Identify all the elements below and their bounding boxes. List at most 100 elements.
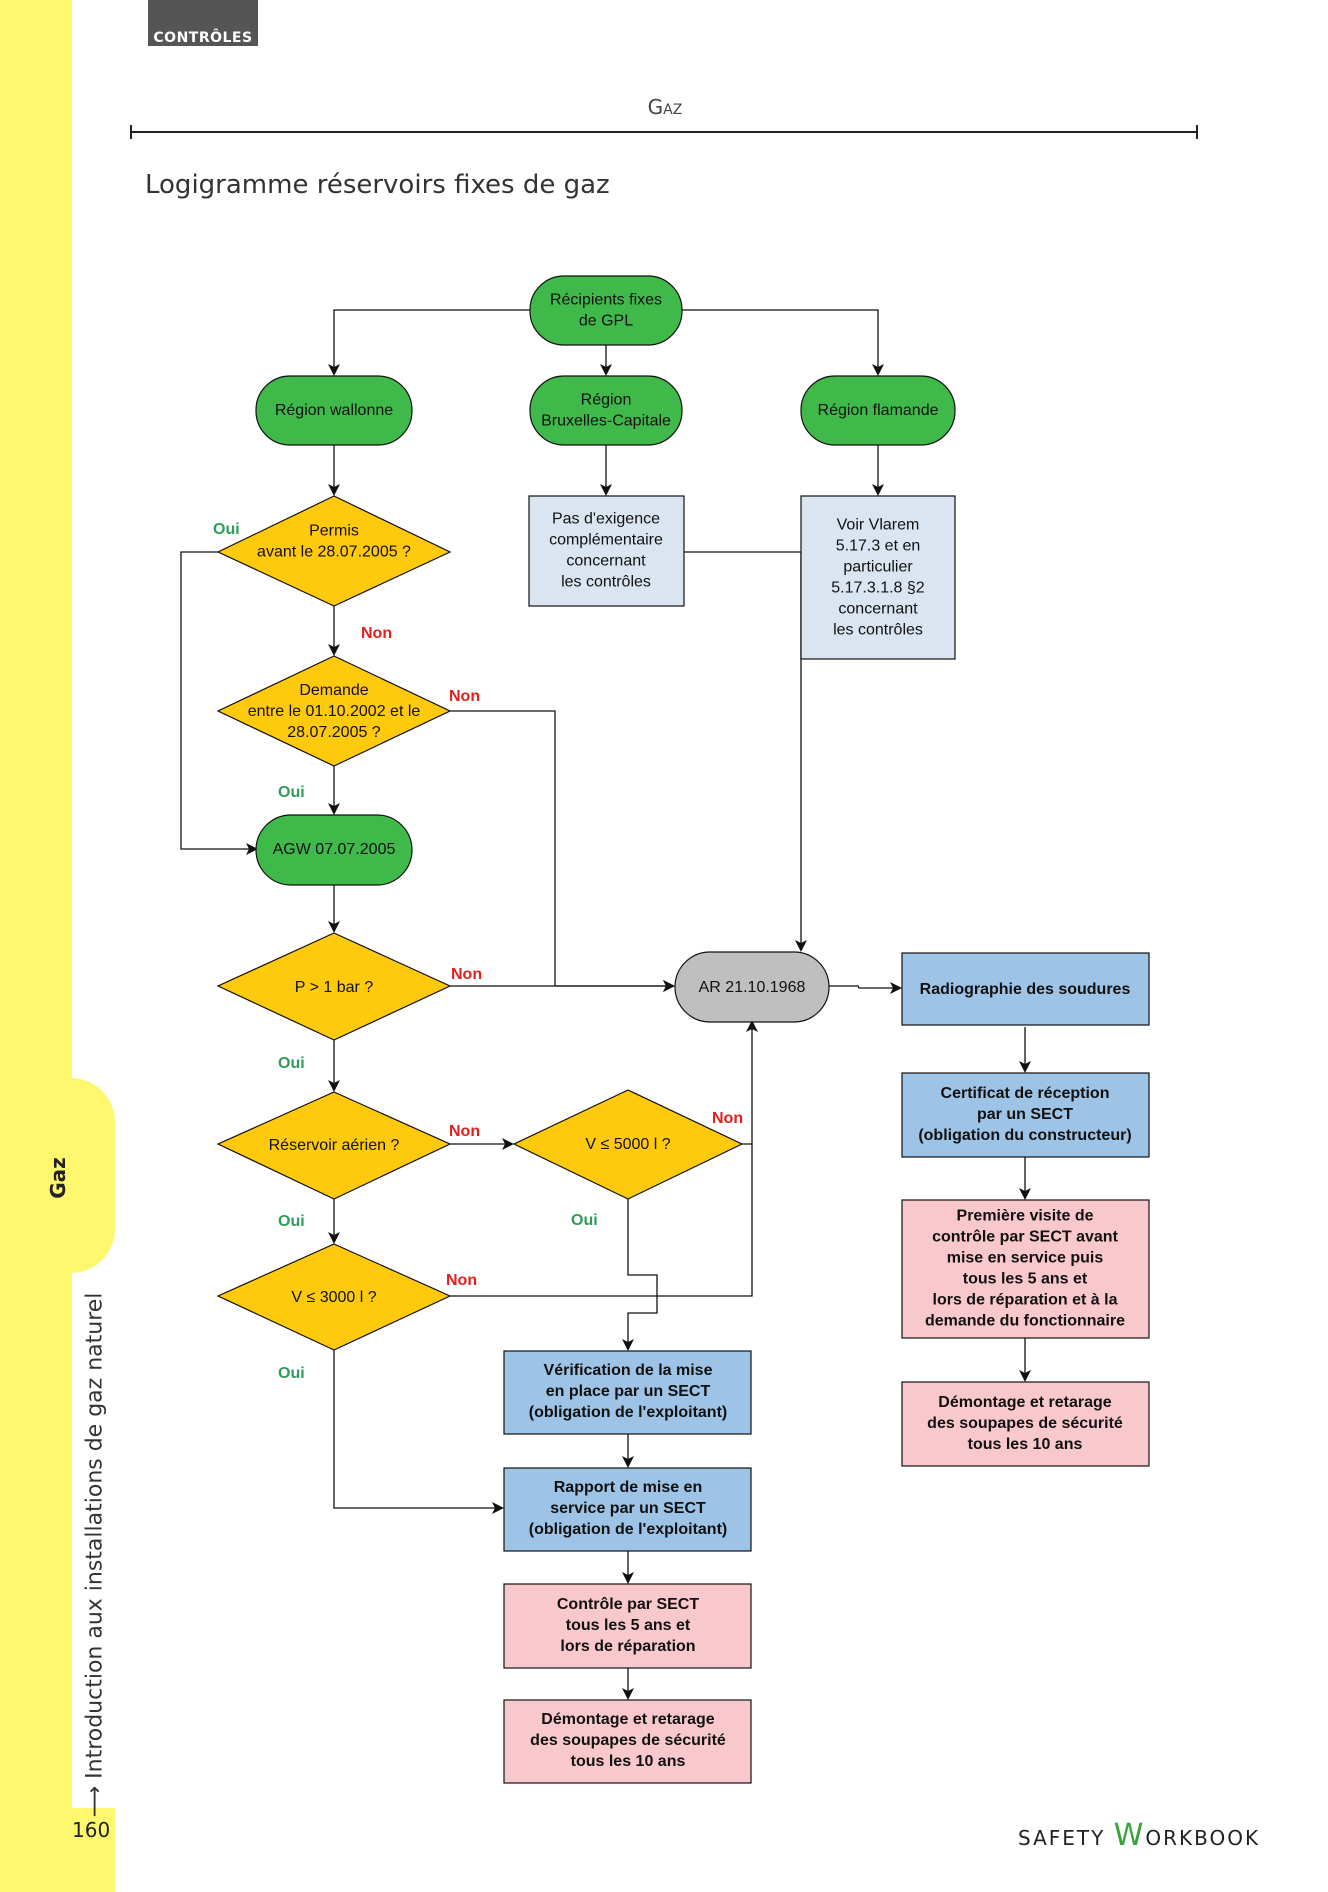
label-line: Démontage et retarage	[938, 1394, 1111, 1411]
label-line: particulier	[843, 559, 913, 576]
label-q-aerial: Réservoir aérien ?	[269, 1137, 400, 1154]
node-verif	[503, 1350, 752, 1435]
label-non-pressure: Non	[451, 966, 482, 983]
edge-start-flanders	[682, 309, 884, 376]
label-q-v5000: V ≤ 5000 l ?	[585, 1136, 670, 1153]
branch-labels: Oui Non Non Oui Non Oui Non Non Oui Oui …	[213, 521, 743, 1382]
node-q-demande	[216, 655, 452, 767]
connectors	[180, 309, 1031, 1700]
label-line: tous les 10 ans	[571, 1753, 686, 1770]
label-line: concernant	[838, 601, 918, 618]
node-agw	[255, 814, 413, 886]
label-line: des soupapes de sécurité	[927, 1415, 1123, 1432]
label-line: mise en service puis	[947, 1250, 1104, 1267]
label-line: les contrôles	[561, 574, 651, 591]
brand-logo: SAFETY WORKBOOK	[1018, 1818, 1260, 1853]
label-wallonia: Région wallonne	[275, 402, 393, 419]
label-line: Radiographie des soudures	[920, 981, 1131, 998]
label-line: les contrôles	[833, 622, 923, 639]
label-controle: Contrôle par SECT tous les 5 ans et lors d…	[557, 1596, 699, 1655]
label-line: 28.07.2005 ?	[287, 724, 381, 741]
label-line: Contrôle par SECT	[557, 1596, 699, 1613]
label-line: P > 1 bar ?	[295, 979, 374, 996]
sidebar-footer-band	[0, 1808, 115, 1892]
node-certificat	[901, 1072, 1150, 1158]
node-controle	[503, 1583, 752, 1669]
page-number: 160	[72, 1818, 111, 1842]
node-rapport	[503, 1467, 752, 1552]
label-line: Bruxelles-Capitale	[541, 413, 671, 430]
sidebar-upper-tab	[0, 0, 72, 1080]
page-title: Logigramme réservoirs fixes de gaz	[145, 170, 610, 200]
label-line: lors de réparation	[560, 1638, 695, 1655]
label-agw: AGW 07.07.2005	[273, 841, 396, 858]
edge-brussels-ar	[684, 551, 807, 952]
label-non-aerial: Non	[449, 1123, 480, 1140]
node-q-v5000	[512, 1089, 744, 1200]
label-line: V ≤ 5000 l ?	[585, 1136, 670, 1153]
sidebar-lower-tab	[0, 1273, 72, 1808]
node-wallonia	[255, 375, 413, 446]
label-line: Région flamande	[818, 402, 939, 419]
header-rule	[130, 131, 1198, 133]
label-line: (obligation de l'exploitant)	[529, 1521, 727, 1538]
label-oui-v3000: Oui	[278, 1365, 305, 1382]
section-title: Gaz	[647, 95, 683, 119]
node-demontage-right	[901, 1381, 1150, 1467]
label-flanders: Région flamande	[818, 402, 939, 419]
node-start	[529, 275, 683, 346]
sidebar-chapter-tab	[0, 1078, 115, 1273]
label-line: V ≤ 3000 l ?	[291, 1289, 376, 1306]
edge-ar-radiographie	[829, 982, 902, 994]
node-q-permis	[216, 495, 452, 607]
label-line: demande du fonctionnaire	[925, 1313, 1125, 1330]
node-flanders-note	[800, 495, 956, 660]
label-line: lors de réparation et à la	[933, 1292, 1118, 1309]
label-line: AR 21.10.1968	[699, 979, 806, 996]
edge-start-wallonia	[328, 309, 530, 376]
edge-v5000-oui	[622, 1199, 658, 1351]
label-line: Réservoir aérien ?	[269, 1137, 400, 1154]
label-line: Permis	[309, 523, 359, 540]
label-q-v3000: V ≤ 3000 l ?	[291, 1289, 376, 1306]
label-line: des soupapes de sécurité	[530, 1732, 726, 1749]
brand-rest: ORKBOOK	[1145, 1826, 1261, 1850]
label-radiographie: Radiographie des soudures	[920, 981, 1131, 998]
label-line: (obligation du constructeur)	[918, 1127, 1131, 1144]
label-line: Région wallonne	[275, 402, 393, 419]
label-line: tous les 10 ans	[968, 1436, 1083, 1453]
label-line: Récipients fixes	[550, 292, 662, 309]
label-line: tous les 5 ans et	[963, 1271, 1088, 1288]
header-rule-right-tick	[1196, 125, 1198, 139]
edge-v3000-non	[450, 1144, 753, 1297]
label-oui-pressure: Oui	[278, 1055, 305, 1072]
label-line: tous les 5 ans et	[566, 1617, 691, 1634]
node-demontage-left	[503, 1699, 752, 1784]
label-non-v3000: Non	[446, 1272, 477, 1289]
label-line: par un SECT	[977, 1106, 1073, 1123]
node-flanders	[800, 375, 956, 446]
brand-w: W	[1113, 1818, 1146, 1853]
header-rule-left-tick	[130, 125, 132, 139]
brand-first: SAFETY	[1018, 1826, 1114, 1850]
label-oui-permis: Oui	[213, 521, 240, 538]
edge-permis-oui	[180, 551, 258, 855]
label-line: Première visite de	[957, 1208, 1094, 1225]
edge-v3000-oui	[333, 1350, 504, 1514]
section-tab: CONTRÔLES	[148, 0, 258, 46]
node-ar	[674, 951, 830, 1023]
label-line: Vérification de la mise	[544, 1362, 713, 1379]
label-oui-aerial: Oui	[278, 1213, 305, 1230]
label-demontage-right: Démontage et retarage des soupapes de séc…	[927, 1394, 1123, 1453]
node-radiographie	[901, 952, 1150, 1026]
label-line: Pas d'exigence	[552, 511, 660, 528]
label-line: Certificat de réception	[941, 1085, 1110, 1102]
